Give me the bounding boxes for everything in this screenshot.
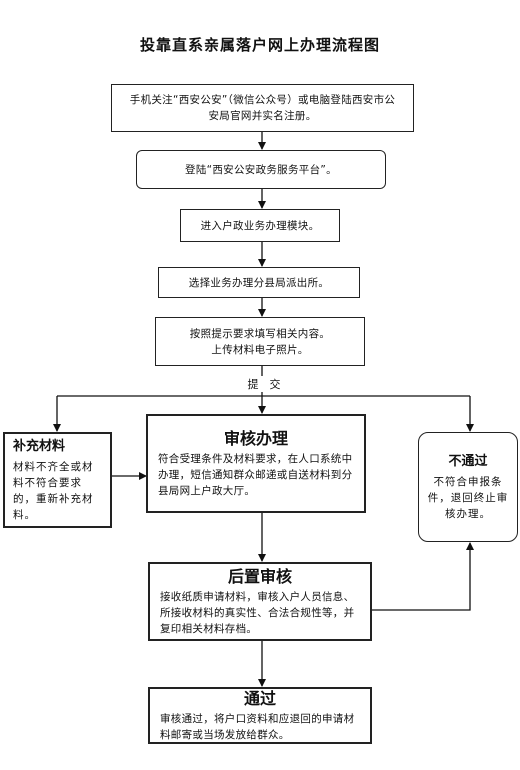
step-login: 登陆“西安公安政务服务平台”。: [136, 150, 386, 189]
reject-text: 不符合申报条件，退回终止审核办理。: [427, 476, 509, 520]
submit-label: 提 交: [234, 376, 294, 392]
step-select-station: 选择业务办理分县局派出所。: [158, 267, 360, 298]
page-title: 投靠直系亲属落户网上办理流程图: [139, 36, 380, 54]
step-fill-text: 按照提示要求填写相关内容。: [189, 327, 331, 340]
review-box: 审核办理 符合受理条件及材料要求，在人口系统中办理，短信通知群众邮递或自送材料到…: [146, 414, 366, 513]
supplement-title: 补充材料: [13, 439, 66, 454]
step-select-station-text: 选择业务办理分县局派出所。: [188, 276, 330, 289]
reject-title: 不通过: [448, 454, 488, 469]
pass-text: 审核通过，将户口资料和应退回的申请材料邮寄或当场发放给群众。: [160, 712, 355, 741]
step-fill-upload: 按照提示要求填写相关内容。 上传材料电子照片。: [155, 317, 365, 366]
step-login-text: 登陆“西安公安政务服务平台”。: [185, 163, 337, 176]
step-enter-module: 进入户政业务办理模块。: [180, 209, 340, 242]
review-text: 符合受理条件及材料要求，在人口系统中办理，短信通知群众邮递或自送材料到分县局网上…: [158, 452, 353, 497]
supplement-box: 补充材料 材料不齐全或材料不符合要求的，重新补充材料。: [3, 432, 112, 528]
step-register: 手机关注“西安公安”（微信公众号）或电脑登陆西安市公安局官网并实名注册。: [111, 84, 414, 132]
post-review-title: 后置审核: [227, 566, 292, 586]
step-register-text: 手机关注“西安公安”（微信公众号）或电脑登陆西安市公安局官网并实名注册。: [129, 94, 396, 122]
step-enter-module-text: 进入户政业务办理模块。: [200, 219, 320, 232]
pass-title: 通过: [243, 688, 276, 708]
review-title: 审核办理: [223, 428, 288, 448]
post-review-text: 接收纸质申请材料，审核入户人员信息、所接收材料的真实性、合法合规性等，并复印相关…: [160, 590, 355, 635]
supplement-text: 材料不齐全或材料不符合要求的，重新补充材料。: [13, 461, 94, 521]
arrow-post-to-reject: [372, 542, 474, 611]
reject-box: 不通过 不符合申报条件，退回终止审核办理。: [418, 432, 518, 542]
pass-box: 通过 审核通过，将户口资料和应退回的申请材料邮寄或当场发放给群众。: [148, 687, 372, 744]
post-review-box: 后置审核 接收纸质申请材料，审核入户人员信息、所接收材料的真实性、合法合规性等，…: [148, 562, 372, 641]
step-upload-text: 上传材料电子照片。: [211, 343, 309, 356]
